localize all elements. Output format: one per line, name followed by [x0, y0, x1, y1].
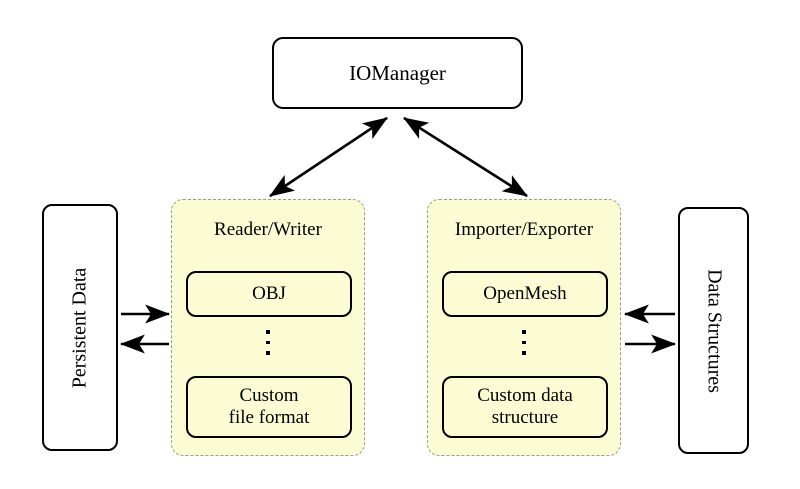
arrow-manager-reader-writer [269, 116, 388, 198]
node-custom-file-format-line1: Custom [239, 384, 299, 406]
node-custom-file-format-line2: file format [228, 407, 310, 428]
node-custom-data-structure-label: Custom data structure [477, 385, 573, 429]
importer-exporter-ellipsis-icon [428, 330, 620, 355]
group-importer-exporter-title: Importer/Exporter [454, 219, 594, 240]
node-iomanager-label: IOManager [349, 60, 446, 85]
reader-writer-ellipsis-icon [172, 330, 364, 355]
arrow-manager-importer-exporter [403, 116, 528, 198]
node-data-structures-label: Data Structures [703, 268, 725, 393]
node-obj-label: OBJ [252, 282, 286, 304]
node-openmesh-label: OpenMesh [483, 282, 567, 304]
node-data-structures[interactable]: Data Structures [678, 207, 749, 454]
node-custom-data-structure-line1: Custom data [477, 384, 573, 406]
node-iomanager[interactable]: IOManager [272, 37, 523, 109]
node-persistent-data-label: Persistent Data [68, 267, 91, 388]
node-obj[interactable]: OBJ [186, 271, 352, 317]
node-custom-file-format-label: Custom file format [229, 385, 310, 429]
node-openmesh[interactable]: OpenMesh [442, 271, 608, 317]
node-custom-file-format[interactable]: Custom file format [186, 376, 352, 438]
node-custom-data-structure-line2: structure [491, 407, 559, 428]
group-reader-writer: Reader/Writer OBJ Custom file format [171, 199, 365, 456]
group-reader-writer-title: Reader/Writer [214, 219, 322, 240]
node-custom-data-structure[interactable]: Custom data structure [442, 376, 608, 438]
node-persistent-data[interactable]: Persistent Data [42, 204, 118, 451]
group-importer-exporter: Importer/Exporter OpenMesh Custom data s… [427, 199, 621, 456]
